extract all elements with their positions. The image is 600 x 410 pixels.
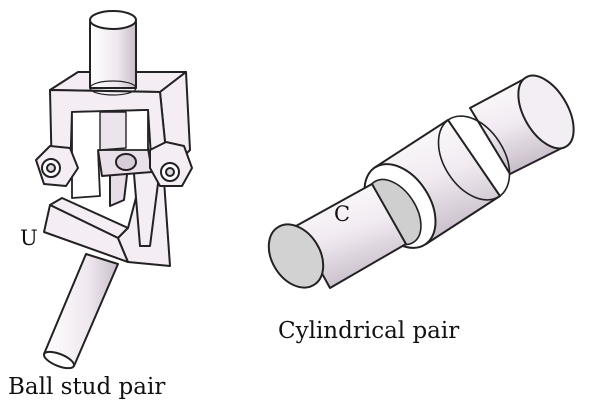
cylindrical-pair-right-shaft bbox=[469, 74, 575, 175]
ball-stud-left-nut bbox=[35, 145, 79, 187]
ball-stud-cross-block bbox=[97, 147, 153, 177]
caption-cylindrical-pair: Cylindrical pair bbox=[278, 318, 460, 344]
ball-stud-top-cylinder bbox=[89, 10, 137, 96]
joint-label-u: U bbox=[20, 226, 38, 250]
cylindrical-pair-left-shaft bbox=[267, 183, 407, 289]
caption-ball-stud-pair: Ball stud pair bbox=[8, 374, 166, 400]
joint-label-c: C bbox=[334, 202, 351, 226]
ball-stud-pair-drawing bbox=[35, 10, 193, 370]
cylindrical-pair-drawing bbox=[267, 74, 575, 289]
ball-stud-rod bbox=[42, 253, 119, 370]
ball-stud-right-nut bbox=[149, 141, 193, 187]
